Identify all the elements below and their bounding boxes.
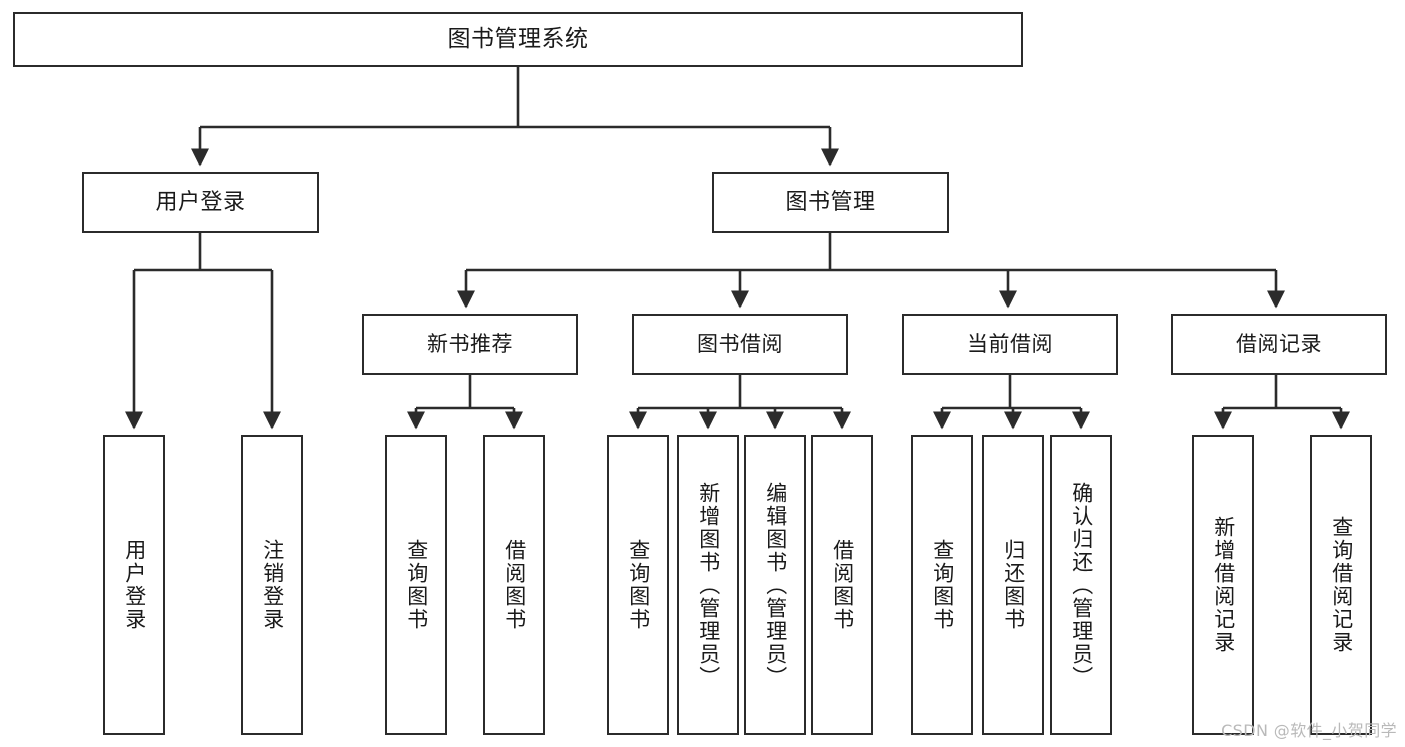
node-leaf-user-login[interactable]: 用户登录: [103, 435, 165, 735]
node-leaf-add-record[interactable]: 新增借阅记录: [1192, 435, 1254, 735]
node-leaf-edit-book[interactable]: 编辑图书（管理员）: [744, 435, 806, 735]
node-leaf-query-record-label: 查询借阅记录: [1329, 516, 1354, 654]
node-leaf-borrow-book-2-label: 借阅图书: [830, 539, 855, 631]
node-borrow-record[interactable]: 借阅记录: [1171, 314, 1387, 375]
node-leaf-add-book[interactable]: 新增图书（管理员）: [677, 435, 739, 735]
node-book-borrow-label: 图书借阅: [697, 332, 783, 357]
node-leaf-add-record-label: 新增借阅记录: [1211, 516, 1236, 654]
node-user-login-label: 用户登录: [155, 189, 246, 215]
node-leaf-query-book-1[interactable]: 查询图书: [385, 435, 447, 735]
node-current-borrow-label: 当前借阅: [967, 332, 1053, 357]
node-leaf-query-book-3[interactable]: 查询图书: [911, 435, 973, 735]
node-current-borrow[interactable]: 当前借阅: [902, 314, 1118, 375]
node-borrow-record-label: 借阅记录: [1236, 332, 1322, 357]
watermark: CSDN @软件_小贺同学: [1221, 721, 1397, 740]
node-leaf-borrow-book-1[interactable]: 借阅图书: [483, 435, 545, 735]
node-leaf-return-book-label: 归还图书: [1001, 539, 1026, 631]
node-root[interactable]: 图书管理系统: [13, 12, 1023, 67]
node-leaf-confirm-return-label: 确认归还（管理员）: [1069, 481, 1094, 689]
node-book-manage-label: 图书管理: [785, 189, 876, 215]
node-leaf-query-book-2[interactable]: 查询图书: [607, 435, 669, 735]
node-book-manage[interactable]: 图书管理: [712, 172, 949, 233]
node-leaf-query-book-2-label: 查询图书: [626, 539, 651, 631]
node-user-login[interactable]: 用户登录: [82, 172, 319, 233]
node-new-book-recommendation[interactable]: 新书推荐: [362, 314, 578, 375]
node-leaf-return-book[interactable]: 归还图书: [982, 435, 1044, 735]
node-leaf-confirm-return[interactable]: 确认归还（管理员）: [1050, 435, 1112, 735]
node-root-label: 图书管理系统: [447, 25, 589, 52]
node-leaf-query-book-3-label: 查询图书: [930, 539, 955, 631]
node-leaf-borrow-book-2[interactable]: 借阅图书: [811, 435, 873, 735]
node-leaf-query-record[interactable]: 查询借阅记录: [1310, 435, 1372, 735]
node-book-borrow[interactable]: 图书借阅: [632, 314, 848, 375]
node-new-book-recommendation-label: 新书推荐: [427, 332, 513, 357]
node-leaf-edit-book-label: 编辑图书（管理员）: [763, 481, 788, 689]
node-leaf-logout-label: 注销登录: [260, 539, 285, 631]
node-leaf-logout[interactable]: 注销登录: [241, 435, 303, 735]
node-leaf-borrow-book-1-label: 借阅图书: [502, 539, 527, 631]
node-leaf-query-book-1-label: 查询图书: [404, 539, 429, 631]
node-leaf-user-login-label: 用户登录: [122, 539, 147, 631]
node-leaf-add-book-label: 新增图书（管理员）: [696, 481, 721, 689]
